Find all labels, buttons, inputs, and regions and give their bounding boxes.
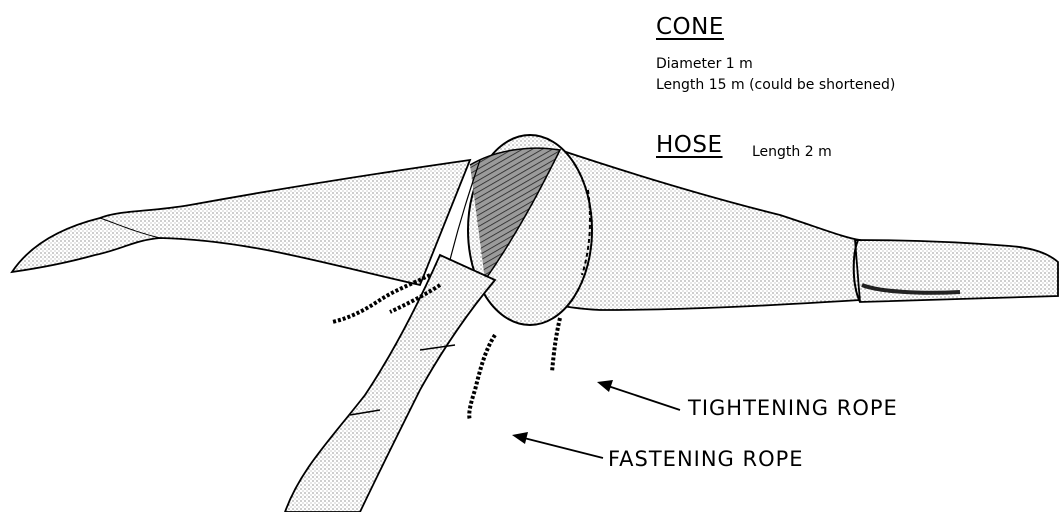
fastening-arrow [512,432,603,458]
cone-diameter: Diameter 1 m [656,55,753,74]
tightening-arrow [597,380,680,410]
tightening-rope-label: TIGHTENING ROPE [688,396,898,420]
hose-title: HOSE [656,132,723,158]
cone-title: CONE [656,14,724,40]
lower-flap [285,255,495,512]
hose-length: Length 2 m [752,143,832,162]
left-flap [12,160,470,285]
tightening-rope [552,318,560,372]
cone-length: Length 15 m (could be shortened) [656,76,895,95]
fastening-rope-label: FASTENING ROPE [608,447,804,471]
fastening-rope [469,335,495,420]
